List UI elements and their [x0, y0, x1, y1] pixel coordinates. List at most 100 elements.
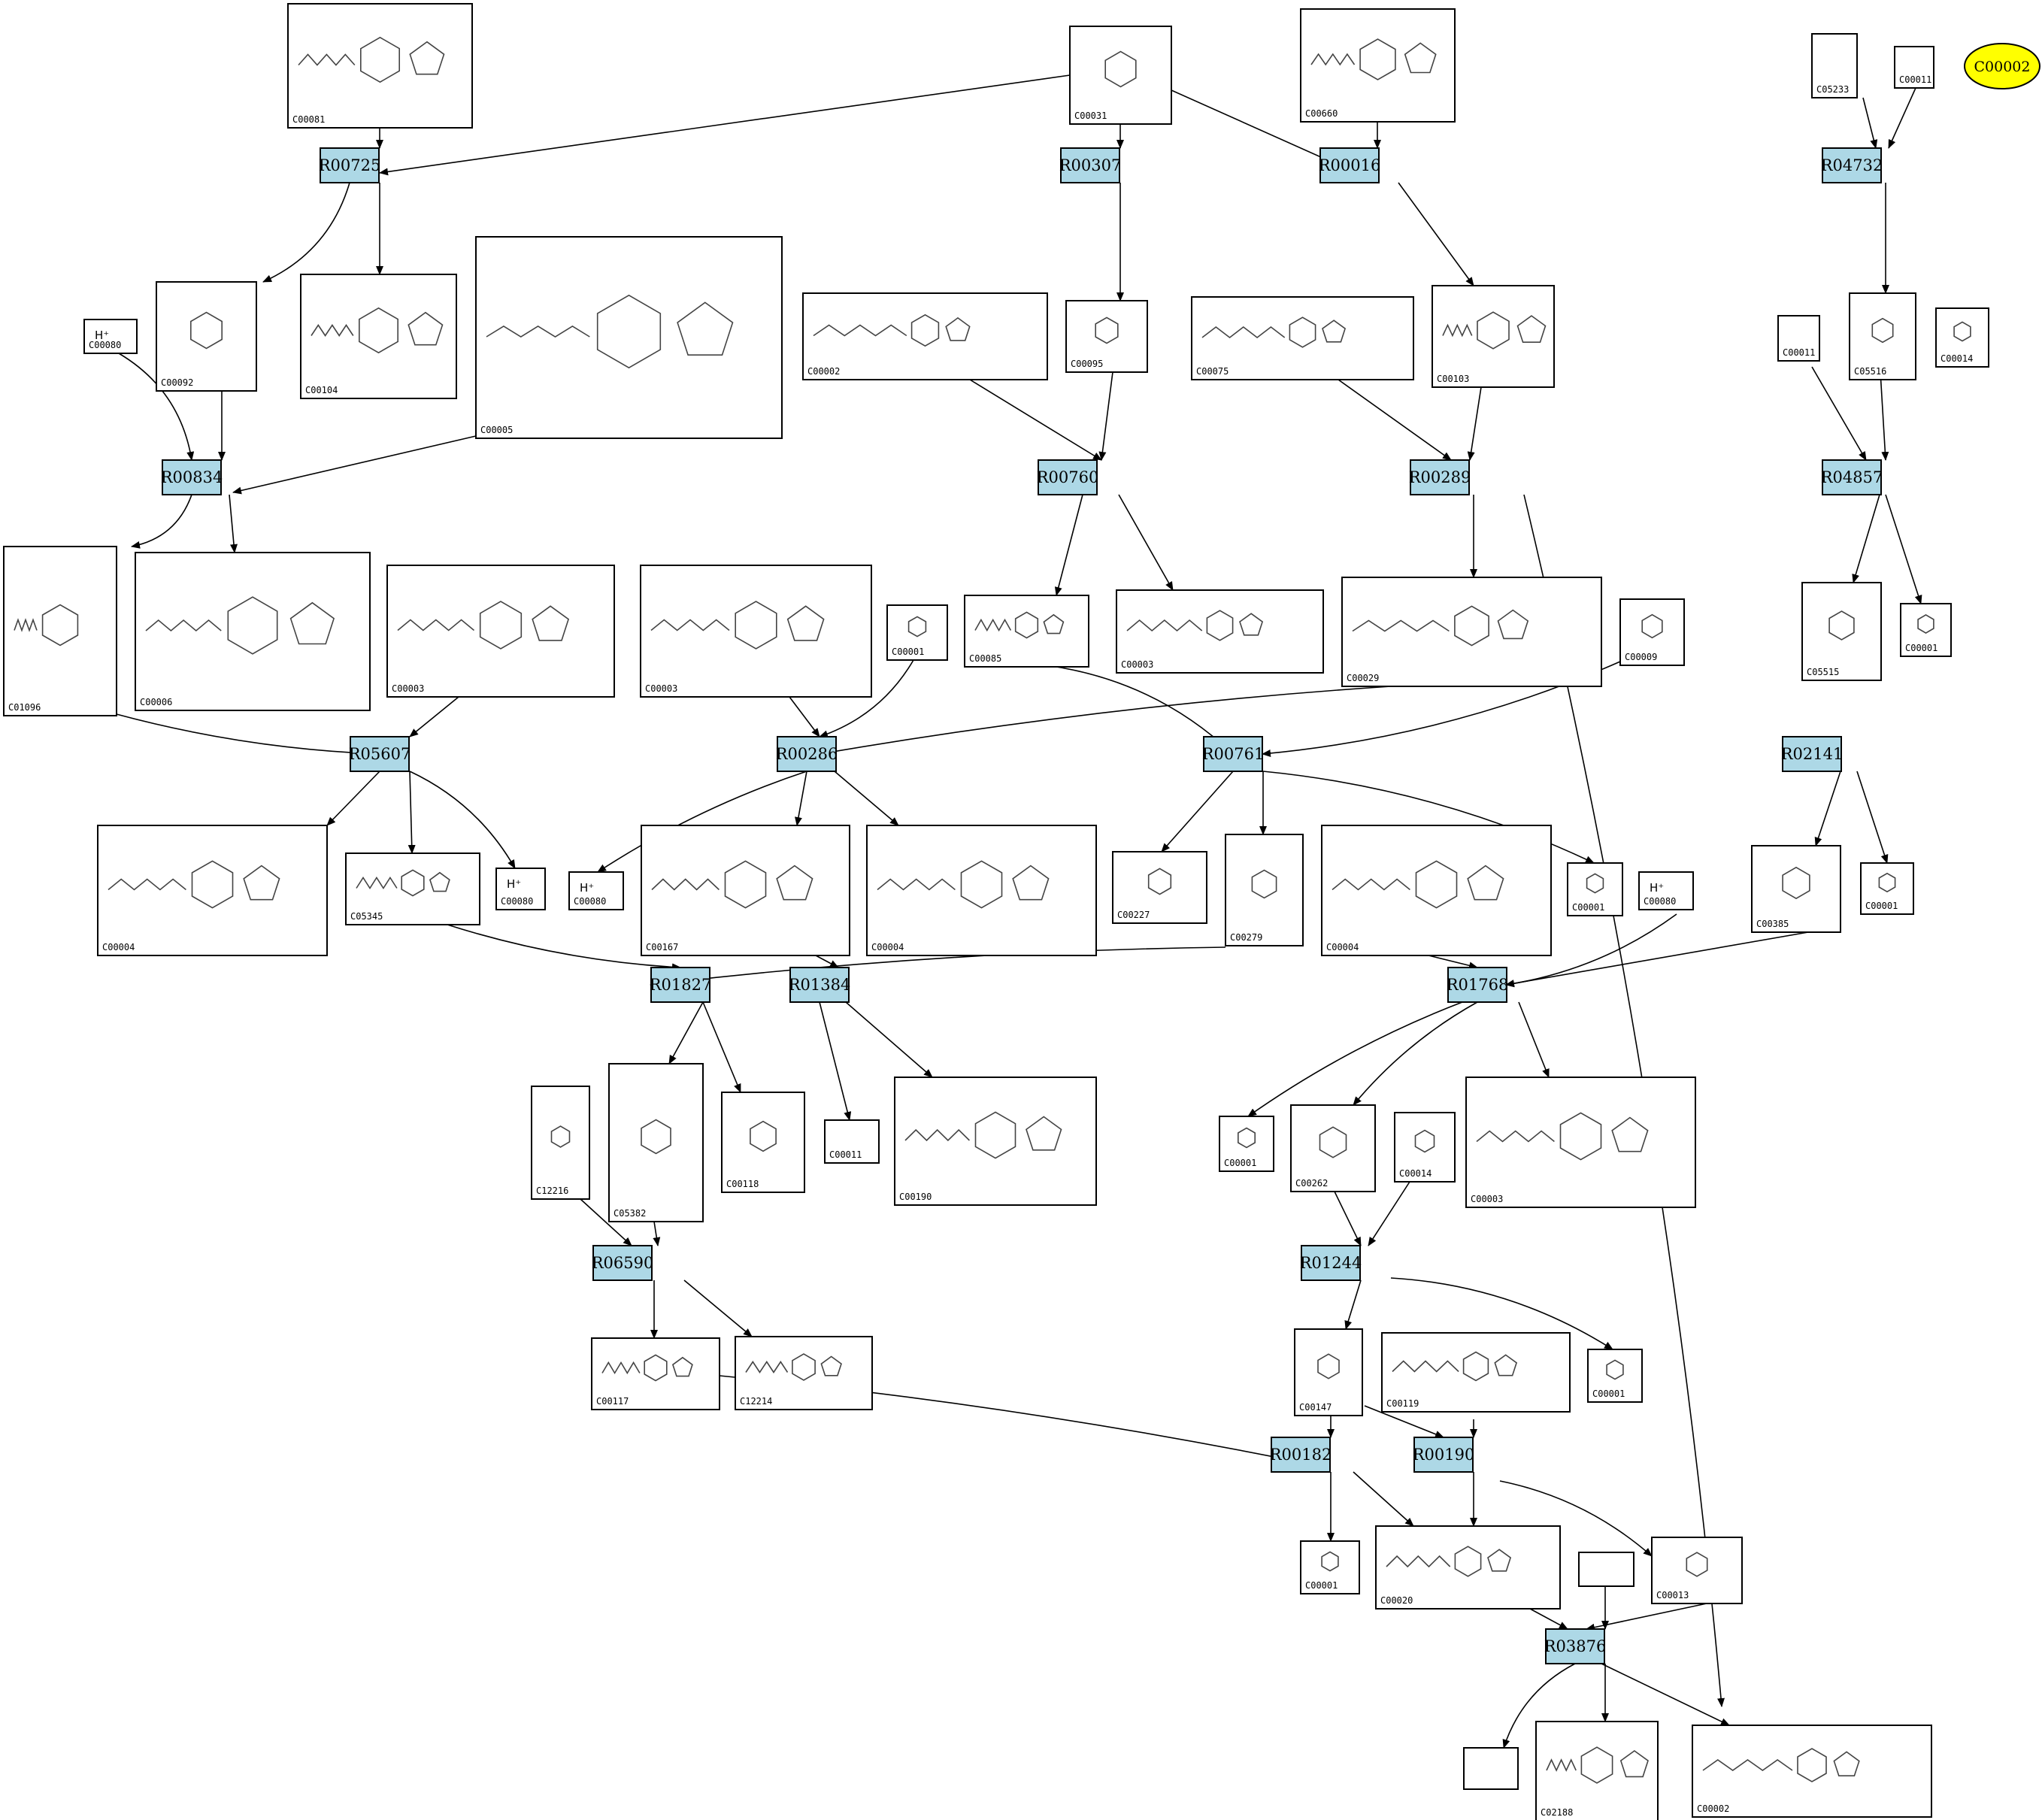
compound-node[interactable]: C00092 [156, 281, 257, 392]
compound-box[interactable] [1375, 1525, 1561, 1610]
compound-box[interactable] [386, 565, 615, 698]
compound-box[interactable] [1219, 1116, 1274, 1172]
compound-node[interactable]: C00029 [1341, 577, 1602, 687]
reaction-box[interactable] [1822, 459, 1882, 495]
compound-box[interactable] [1567, 862, 1623, 916]
compound-node[interactable]: C00009 [1619, 598, 1685, 666]
compound-node[interactable]: C00001 [886, 604, 948, 661]
compound-node[interactable] [1463, 1747, 1519, 1790]
compound-node[interactable]: C00001 [1900, 603, 1952, 657]
reaction-box[interactable] [1413, 1437, 1474, 1473]
compound-box[interactable] [495, 868, 546, 910]
compound-node[interactable]: C00011 [824, 1119, 880, 1164]
compound-node[interactable]: H⁺C00080 [1638, 871, 1694, 910]
compound-node[interactable]: C00002 [802, 292, 1048, 380]
reaction-node[interactable]: R00182 [1270, 1437, 1332, 1473]
compound-box[interactable] [1651, 1537, 1743, 1604]
compound-node[interactable]: C05382 [608, 1063, 704, 1222]
reaction-node[interactable]: R04857 [1821, 459, 1883, 495]
reaction-box[interactable] [592, 1245, 653, 1281]
compound-node[interactable]: C00167 [641, 825, 850, 956]
compound-node[interactable]: C00075 [1191, 296, 1414, 380]
reaction-node[interactable]: R00190 [1413, 1437, 1475, 1473]
compound-node[interactable] [1578, 1552, 1635, 1587]
compound-box[interactable] [866, 825, 1097, 956]
compound-box[interactable] [1860, 862, 1914, 915]
reaction-node[interactable]: R00016 [1319, 147, 1381, 183]
compound-box[interactable] [345, 852, 480, 925]
compound-box[interactable] [1191, 296, 1414, 380]
compound-box[interactable] [1535, 1721, 1659, 1820]
reaction-box[interactable] [1301, 1245, 1361, 1281]
compound-box[interactable] [1692, 1725, 1932, 1818]
compound-node[interactable]: C05516 [1849, 292, 1916, 380]
reaction-box[interactable] [1447, 967, 1507, 1003]
compound-box[interactable] [568, 871, 624, 910]
compound-node[interactable]: C00119 [1381, 1332, 1571, 1413]
compound-box[interactable] [1849, 292, 1916, 380]
compound-box[interactable] [475, 236, 783, 439]
reaction-node[interactable]: R00760 [1037, 459, 1099, 495]
compound-box[interactable] [735, 1336, 873, 1410]
compound-box[interactable] [1394, 1112, 1456, 1183]
compound-box[interactable] [1300, 8, 1456, 123]
compound-box[interactable] [894, 1077, 1097, 1206]
compound-node[interactable]: C05345 [345, 852, 480, 925]
compound-node[interactable]: C00279 [1225, 834, 1304, 946]
compound-box[interactable] [1321, 825, 1552, 956]
reaction-node[interactable]: R00761 [1202, 736, 1265, 772]
compound-node[interactable]: C00117 [591, 1337, 720, 1410]
compound-node[interactable]: C12214 [735, 1336, 873, 1410]
compound-box[interactable] [640, 565, 872, 698]
compound-node[interactable]: C12216 [531, 1086, 590, 1200]
compound-box[interactable] [3, 546, 117, 716]
compound-box[interactable] [531, 1086, 590, 1200]
compound-box[interactable] [1619, 598, 1685, 666]
compound-node[interactable]: C00003 [1116, 589, 1324, 674]
compound-box[interactable] [886, 604, 948, 661]
compound-node[interactable]: C00103 [1432, 285, 1555, 388]
compound-box[interactable] [641, 825, 850, 956]
reaction-node[interactable]: R00834 [161, 459, 223, 495]
compound-node[interactable]: H⁺C00080 [568, 871, 624, 910]
reaction-box[interactable] [1271, 1437, 1331, 1473]
compound-box[interactable] [1751, 845, 1841, 933]
compound-node[interactable]: C00190 [894, 1077, 1097, 1206]
compound-node[interactable]: C00147 [1294, 1328, 1363, 1416]
compound-node[interactable]: C00001 [1587, 1349, 1643, 1403]
compound-node[interactable]: C00031 [1069, 26, 1172, 125]
compound-box[interactable] [97, 825, 328, 956]
compound-node[interactable]: C00002 [1692, 1725, 1932, 1818]
compound-box[interactable] [1900, 603, 1952, 657]
compound-box[interactable] [1587, 1349, 1643, 1403]
compound-box[interactable] [1116, 589, 1324, 674]
reaction-node[interactable]: R05607 [349, 736, 411, 772]
reaction-box[interactable] [789, 967, 850, 1003]
compound-node[interactable]: C00001 [1219, 1116, 1274, 1172]
highlighted-compound[interactable]: C00002 [1964, 43, 2040, 89]
compound-node[interactable]: C00004 [97, 825, 328, 956]
compound-node[interactable]: C00011 [1894, 46, 1934, 89]
compound-node[interactable]: C00385 [1751, 845, 1841, 933]
compound-node[interactable]: C00118 [721, 1092, 805, 1193]
reaction-node[interactable]: R04732 [1821, 147, 1883, 183]
compound-node[interactable]: C00660 [1300, 8, 1456, 123]
reaction-box[interactable] [1822, 147, 1882, 183]
compound-node[interactable]: C00001 [1567, 862, 1623, 916]
compound-node[interactable]: C00104 [300, 274, 457, 399]
compound-box[interactable] [1935, 307, 1989, 368]
compound-box[interactable] [1294, 1328, 1363, 1416]
compound-node[interactable]: C00085 [964, 595, 1089, 668]
compound-node[interactable]: C00004 [1321, 825, 1552, 956]
compound-node[interactable]: C00011 [1777, 315, 1820, 362]
reaction-box[interactable] [162, 459, 222, 495]
compound-node[interactable]: C02188 [1535, 1721, 1659, 1820]
reaction-node[interactable]: R06590 [592, 1245, 654, 1281]
reaction-node[interactable]: R02141 [1781, 736, 1844, 772]
reaction-node[interactable]: R01827 [650, 967, 712, 1003]
reaction-node[interactable]: R00286 [776, 736, 838, 772]
reaction-box[interactable] [350, 736, 410, 772]
compound-box[interactable] [1894, 46, 1934, 89]
compound-box[interactable] [1638, 871, 1694, 910]
compound-box[interactable] [591, 1337, 720, 1410]
